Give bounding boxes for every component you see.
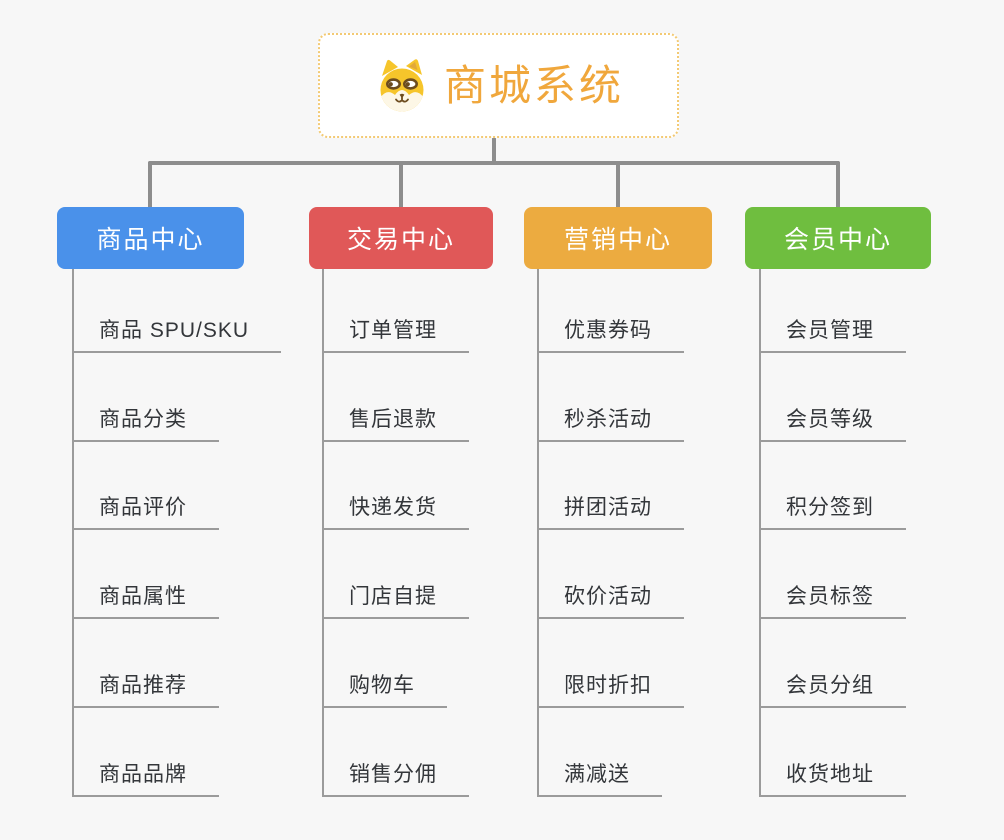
leaf-item[interactable]: 购物车 <box>322 619 447 708</box>
leaf-item[interactable]: 会员分组 <box>759 619 906 708</box>
connector-drop <box>616 161 620 209</box>
leaf-item[interactable]: 优惠券码 <box>537 264 684 353</box>
connector-drop <box>148 161 152 209</box>
branch-spine <box>322 269 324 797</box>
branch-items-member: 会员管理会员等级积分签到会员标签会员分组收货地址 <box>759 264 1004 797</box>
branch-label: 营销中心 <box>563 226 672 254</box>
branch-label: 会员中心 <box>783 226 892 254</box>
branch-items-marketing: 优惠券码秒杀活动拼团活动砍价活动限时折扣满减送 <box>537 264 787 797</box>
branch-spine <box>759 269 761 797</box>
leaf-item[interactable]: 积分签到 <box>759 442 906 531</box>
connector-horizontal-bar <box>148 161 840 165</box>
leaf-item[interactable]: 商品属性 <box>72 530 219 620</box>
leaf-item[interactable]: 商品分类 <box>72 353 219 442</box>
root-title: 商城系统 <box>443 61 624 109</box>
connector-drop <box>836 161 840 209</box>
leaf-item[interactable]: 订单管理 <box>322 264 469 353</box>
leaf-item[interactable]: 售后退款 <box>322 353 469 442</box>
leaf-item[interactable]: 会员管理 <box>759 264 906 353</box>
leaf-item[interactable]: 商品评价 <box>72 442 219 531</box>
branch-label: 商品中心 <box>96 226 205 254</box>
leaf-item[interactable]: 会员等级 <box>759 353 906 442</box>
leaf-item[interactable]: 门店自提 <box>322 530 469 620</box>
leaf-item[interactable]: 商品推荐 <box>72 619 219 708</box>
leaf-item[interactable]: 销售分佣 <box>322 708 469 797</box>
leaf-item[interactable]: 限时折扣 <box>537 619 684 708</box>
branch-label: 交易中心 <box>346 226 455 254</box>
leaf-item[interactable]: 拼团活动 <box>537 442 684 531</box>
leaf-item[interactable]: 砍价活动 <box>537 530 684 620</box>
leaf-item[interactable]: 快递发货 <box>322 442 469 531</box>
branch-node-product-center[interactable]: 商品中心 <box>57 207 244 269</box>
leaf-item[interactable]: 会员标签 <box>759 530 906 620</box>
leaf-item[interactable]: 商品品牌 <box>72 708 219 797</box>
branch-spine <box>537 269 539 797</box>
root-node[interactable]: 商城系统 <box>318 33 679 138</box>
leaf-item[interactable]: 秒杀活动 <box>537 353 684 442</box>
leaf-item[interactable]: 满减送 <box>537 708 662 797</box>
branch-node-marketing-center[interactable]: 营销中心 <box>524 207 712 269</box>
branch-items-trade: 订单管理售后退款快递发货门店自提购物车销售分佣 <box>322 264 572 797</box>
branch-node-member-center[interactable]: 会员中心 <box>745 207 931 269</box>
connector-drop <box>399 161 403 209</box>
connector-root-stub <box>492 137 496 164</box>
leaf-item[interactable]: 商品 SPU/SKU <box>72 264 282 353</box>
leaf-item[interactable]: 收货地址 <box>759 708 906 797</box>
shiba-dog-icon <box>373 58 431 114</box>
branch-node-trade-center[interactable]: 交易中心 <box>309 207 493 269</box>
branch-spine <box>72 269 74 797</box>
